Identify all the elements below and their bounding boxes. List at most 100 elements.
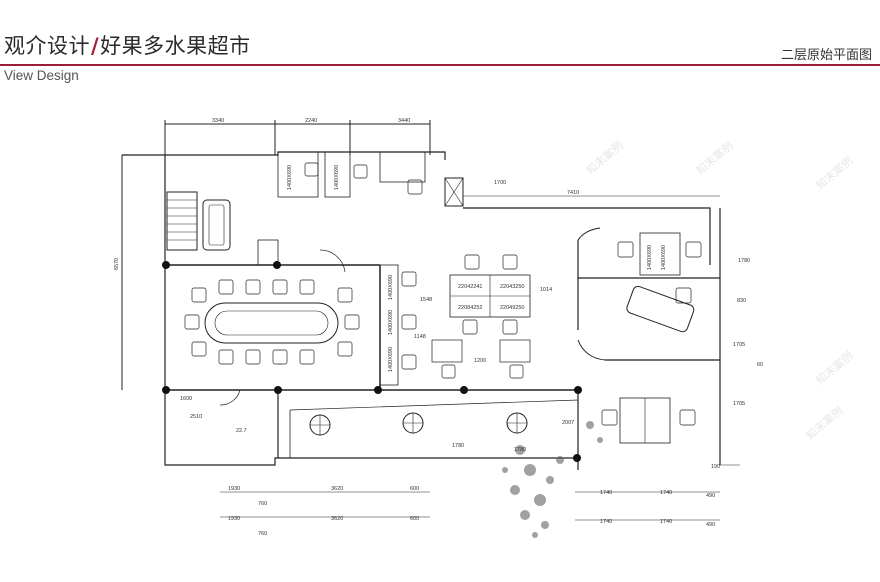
stairs — [166, 191, 198, 251]
manager-desk — [626, 285, 695, 333]
wall-corridor — [463, 207, 711, 265]
dim-label: 7410 — [567, 190, 579, 196]
side-cabinet — [379, 264, 399, 386]
dim-label-bottom: 760 — [258, 501, 267, 507]
wall-lower — [164, 390, 578, 466]
cabinet-label: 1400X690 — [388, 275, 394, 300]
cabinet-label: 1400X690 — [647, 245, 653, 270]
dim-label: 1548 — [420, 297, 432, 303]
dim-label-bottom: 3620 — [331, 516, 343, 522]
dim-label-br: 1740 — [660, 490, 672, 496]
dim-label: 1705 — [733, 401, 745, 407]
watermark-text: 知末案例 — [803, 403, 846, 442]
dim-label-top: 3440 — [398, 118, 410, 124]
drawing-title: 二层原始平面图 — [780, 48, 872, 63]
room-label: 22.7 — [236, 428, 247, 434]
desk-label: 22042241 — [458, 284, 482, 290]
chair — [502, 254, 518, 270]
chair — [304, 162, 319, 177]
dim-label: 1700 — [494, 180, 506, 186]
dim-label: 1148 — [414, 334, 426, 340]
chair — [685, 241, 702, 258]
dim-label: 2510 — [190, 414, 202, 420]
dim-label: 830 — [737, 298, 746, 304]
chair — [617, 241, 634, 258]
dim-label-bottom: 1930 — [228, 486, 240, 492]
chair — [407, 179, 423, 195]
dim-label: 1780 — [452, 443, 464, 449]
chair — [509, 364, 524, 379]
conference-chairs — [184, 279, 360, 365]
cabinet-label: 1400X690 — [388, 310, 394, 335]
desk — [379, 151, 426, 183]
dim-label: 1200 — [474, 358, 486, 364]
dim-label: 6570 — [114, 258, 120, 270]
plan-linework — [121, 120, 740, 521]
title-slash: / — [91, 34, 100, 58]
dim-label: 1600 — [180, 396, 192, 402]
dim-label: 1014 — [540, 287, 552, 293]
cabinet-label: 1400X690 — [334, 165, 340, 190]
cabinet-label: 1400X690 — [388, 347, 394, 372]
plant-texture — [502, 421, 603, 538]
desk-label: 22049250 — [500, 305, 524, 311]
dim-label: 1705 — [733, 342, 745, 348]
desk — [277, 151, 319, 198]
chair — [401, 354, 417, 370]
dim-label-bottom: 1930 — [228, 516, 240, 522]
page-title: 观介设计/好果多水果超市 — [4, 30, 251, 60]
dim-label-br: 1740 — [600, 519, 612, 525]
desk — [499, 339, 531, 363]
chair — [464, 254, 480, 270]
structural-columns — [162, 261, 582, 462]
watermark-text: 知末案例 — [813, 153, 856, 192]
dim-label-top: 3340 — [212, 118, 224, 124]
watermark-text: 知末案例 — [583, 138, 626, 177]
dim-label-top: 2240 — [305, 118, 317, 124]
cabinet-label: 1400X690 — [661, 245, 667, 270]
dim-label-br: 490 — [706, 493, 715, 499]
desk — [431, 339, 463, 363]
round-windows — [309, 412, 528, 436]
door-box — [257, 239, 279, 266]
watermark-text: 知末案例 — [693, 138, 736, 177]
dim-label-bottom: 760 — [258, 531, 267, 537]
dim-label: 190 — [711, 464, 720, 470]
chair — [353, 164, 368, 179]
shaft — [444, 177, 464, 207]
dim-label-bottom: 600 — [410, 486, 419, 492]
desk-label: 22084252 — [458, 305, 482, 311]
cabinet-label: 1400X690 — [287, 165, 293, 190]
door-swing-lower — [219, 389, 241, 406]
chair — [401, 271, 417, 287]
plan-labels: 3340 2240 3440 1700 7410 6570 1780 830 1705 60 170… — [114, 118, 856, 537]
watermark-text: 知末案例 — [813, 348, 856, 387]
conference-table — [204, 302, 339, 344]
dim-label-bottom: 600 — [410, 516, 419, 522]
desk-label: 22043250 — [500, 284, 524, 290]
chair — [601, 409, 618, 426]
dim-label-bottom: 3620 — [331, 486, 343, 492]
chair — [679, 409, 696, 426]
dim-label: 60 — [757, 362, 763, 368]
desk — [324, 151, 351, 198]
chair — [462, 319, 478, 335]
chair — [502, 319, 518, 335]
brand-name: 观介设计 — [4, 34, 90, 58]
chair — [441, 364, 456, 379]
dim-label-br: 1740 — [600, 490, 612, 496]
wall-top — [122, 151, 446, 160]
dim-label-br: 490 — [706, 522, 715, 528]
header-rule — [0, 64, 880, 66]
door-swing — [319, 249, 346, 273]
chair — [401, 314, 417, 330]
chair — [675, 287, 692, 304]
dim-label: 1780 — [738, 258, 750, 264]
dim-label: 2007 — [562, 420, 574, 426]
brand-subtitle: View Design — [4, 68, 79, 83]
desk — [639, 232, 681, 276]
dim-label: 1780 — [514, 447, 526, 453]
dim-label-br: 1740 — [660, 519, 672, 525]
project-name: 好果多水果超市 — [100, 34, 251, 58]
